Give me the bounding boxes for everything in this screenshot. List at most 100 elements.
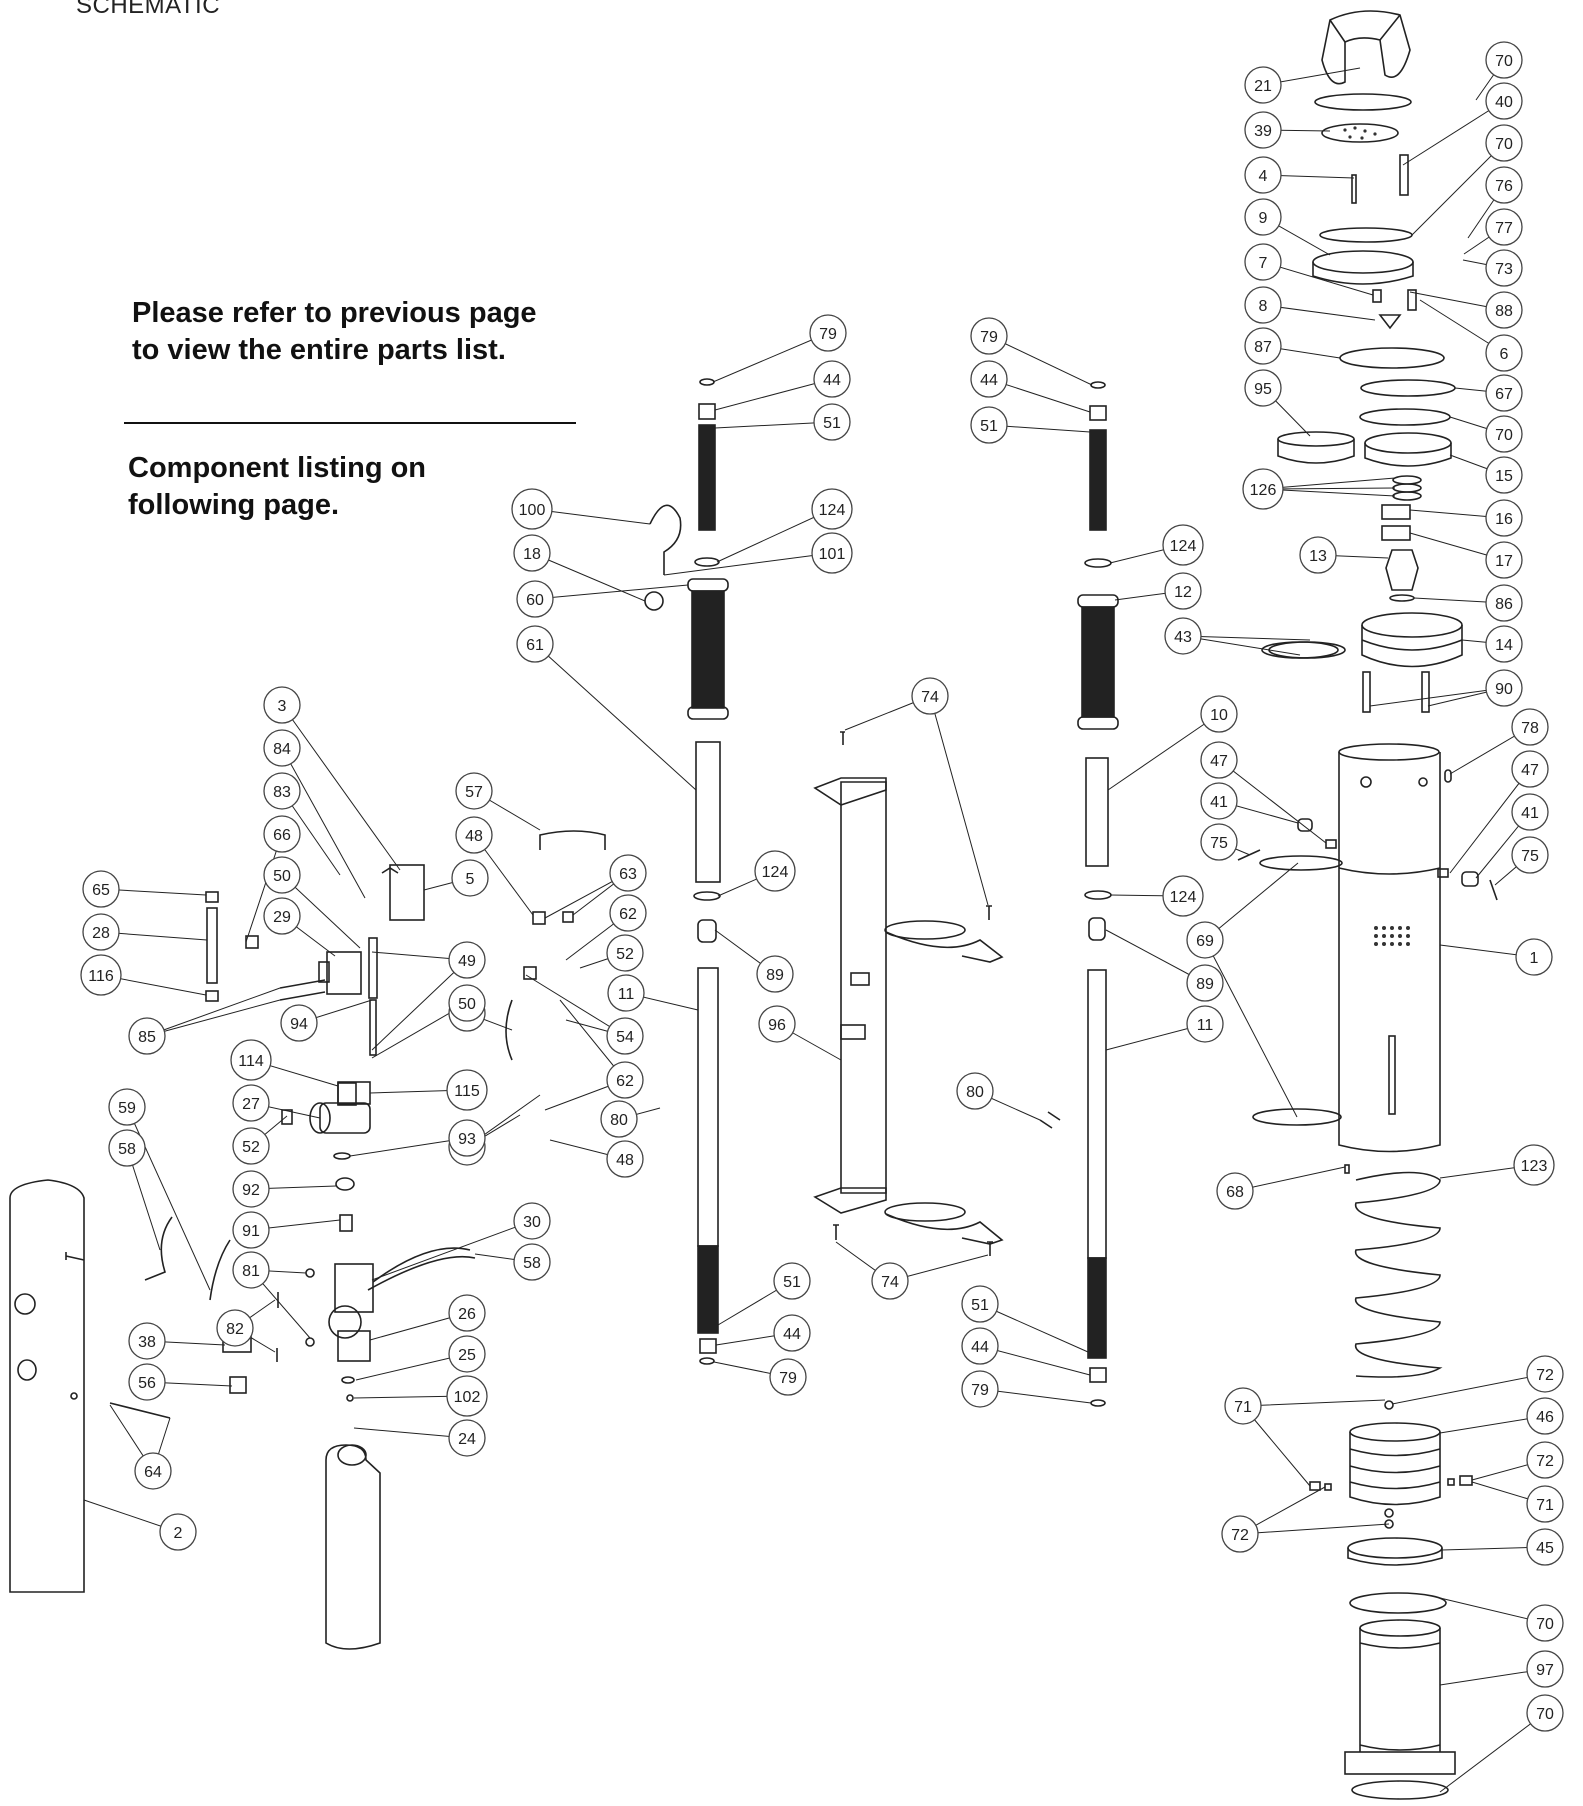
callout-label: 28	[92, 925, 110, 942]
callout-49: 49	[448, 941, 486, 979]
callout-83: 83	[263, 772, 301, 810]
callout-102: 102	[446, 1375, 488, 1417]
callout-51: 51	[773, 1262, 811, 1300]
callout-70: 70	[1485, 41, 1523, 79]
callout-88: 88	[1485, 291, 1523, 329]
callout-86: 86	[1485, 584, 1523, 622]
callout-label: 39	[1254, 123, 1272, 140]
callout-label: 61	[526, 637, 544, 654]
callout-64: 64	[134, 1452, 172, 1490]
callout-59: 59	[108, 1088, 146, 1126]
callout-label: 77	[1495, 220, 1513, 237]
callout-circle	[1485, 291, 1523, 329]
callout-circle	[1485, 166, 1523, 204]
callout-circle	[1186, 921, 1224, 959]
callout-circle	[1485, 208, 1523, 246]
leader-lines	[83, 59, 1546, 1793]
callout-label: 45	[1536, 1540, 1554, 1557]
callout-circle	[263, 729, 301, 767]
callout-label: 14	[1495, 637, 1513, 654]
callout-126: 126	[1242, 468, 1284, 510]
callout-label: 47	[1210, 753, 1228, 770]
callout-label: 5	[466, 871, 475, 888]
callout-39: 39	[1244, 111, 1282, 149]
callout-label: 51	[823, 415, 841, 432]
callout-11: 11	[607, 974, 645, 1012]
callout-circle	[1244, 66, 1282, 104]
callout-circle	[128, 1363, 166, 1401]
note-line: Component listing on	[128, 452, 427, 484]
callout-label: 50	[458, 996, 476, 1013]
callout-62: 62	[609, 894, 647, 932]
callout-78: 78	[1511, 708, 1549, 746]
callout-circle	[609, 854, 647, 892]
callout-label: 83	[273, 784, 291, 801]
callout-label: 41	[1210, 794, 1228, 811]
callout-label: 8	[1259, 298, 1268, 315]
callout-101: 101	[811, 532, 853, 574]
callout-96: 96	[758, 1005, 796, 1043]
callout-circle	[232, 1127, 270, 1165]
callout-label: 11	[618, 986, 635, 1003]
callout-circle	[451, 859, 489, 897]
callout-circle	[956, 1072, 994, 1110]
callout-circle	[455, 772, 493, 810]
callout-label: 126	[1250, 482, 1277, 499]
callout-48: 48	[455, 816, 493, 854]
callout-label: 102	[454, 1389, 481, 1406]
callout-44: 44	[813, 360, 851, 398]
callout-70: 70	[1526, 1604, 1564, 1642]
callout-18: 18	[513, 534, 551, 572]
callout-circle	[216, 1309, 254, 1347]
callout-circle	[1244, 327, 1282, 365]
callout-circle	[811, 488, 853, 530]
callout-circle	[1162, 875, 1204, 917]
callout-circle	[911, 677, 949, 715]
callout-circle	[871, 1262, 909, 1300]
callout-label: 74	[921, 689, 939, 706]
callout-label: 124	[762, 864, 789, 881]
callout-circle	[82, 870, 120, 908]
callout-label: 48	[616, 1152, 634, 1169]
left-assembly	[9, 830, 606, 1650]
callout-circle	[1485, 669, 1523, 707]
callout-circle	[516, 625, 554, 663]
callout-label: 51	[971, 1297, 989, 1314]
callout-47: 47	[1511, 750, 1549, 788]
callout-74: 74	[911, 677, 949, 715]
callout-41: 41	[1511, 793, 1549, 831]
callout-circle	[263, 772, 301, 810]
callout-circle	[1216, 1172, 1254, 1210]
callout-circle	[1164, 572, 1202, 610]
callout-label: 54	[616, 1029, 634, 1046]
callout-circle	[1186, 1005, 1224, 1043]
callout-label: 116	[88, 968, 114, 985]
callout-79: 79	[769, 1358, 807, 1396]
callout-circle	[108, 1088, 146, 1126]
callout-circle	[769, 1358, 807, 1396]
callout-label: 76	[1495, 178, 1513, 195]
callout-label: 44	[980, 372, 998, 389]
callout-circle	[961, 1285, 999, 1323]
callout-13: 13	[1299, 536, 1337, 574]
callout-label: 26	[458, 1306, 476, 1323]
callout-label: 79	[819, 326, 837, 343]
callout-44: 44	[773, 1314, 811, 1352]
callout-label: 82	[226, 1321, 244, 1338]
callout-72: 72	[1526, 1355, 1564, 1393]
callout-label: 86	[1495, 596, 1513, 613]
callout-circle	[1511, 750, 1549, 788]
note-line: Please refer to previous page	[132, 297, 537, 329]
callout-label: 17	[1495, 553, 1513, 570]
callout-label: 47	[1521, 762, 1539, 779]
callout-50: 50	[448, 984, 486, 1022]
callout-label: 72	[1536, 1367, 1554, 1384]
callout-label: 21	[1254, 78, 1272, 95]
callout-circle	[1511, 793, 1549, 831]
callout-label: 43	[1174, 629, 1192, 646]
callout-50: 50	[263, 856, 301, 894]
callout-circle	[128, 1322, 166, 1360]
callout-circle	[263, 686, 301, 724]
callout-circle	[446, 1375, 488, 1417]
